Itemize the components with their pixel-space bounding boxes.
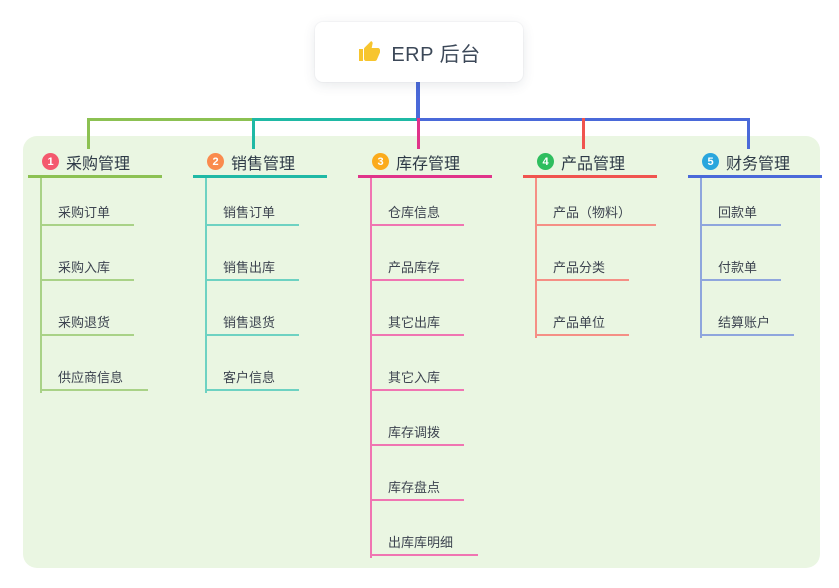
branch-item[interactable]: 产品库存 [370,253,464,281]
branch-item[interactable]: 产品分类 [535,253,629,281]
branch-trunk-line-2 [205,178,207,393]
branch-item[interactable]: 采购入库 [40,253,134,281]
root-stem-line [416,82,420,118]
branch-number-badge: 3 [372,153,389,170]
branch-item-label: 产品库存 [388,259,441,275]
branch-label: 库存管理 [396,155,461,173]
root-node[interactable]: ERP 后台 [315,22,523,82]
branch-item-label: 库存盘点 [388,479,441,495]
branch-label: 财务管理 [726,155,791,173]
branch-item-label: 客户信息 [223,369,276,385]
branch-trunk-line-1 [40,178,42,393]
branch-item-label: 销售出库 [223,259,276,275]
branch-label: 产品管理 [561,155,626,173]
branch-item-label: 其它出库 [388,314,441,330]
branch-item-label: 结算账户 [718,314,771,330]
thumbs-up-icon [359,41,381,61]
branch-item[interactable]: 销售订单 [205,198,299,226]
branch-item-label: 库存调拨 [388,424,441,440]
branch-item-label: 其它入库 [388,369,441,385]
branch-header-2[interactable]: 2 销售管理 [193,148,327,178]
branch-number-badge: 1 [42,153,59,170]
branch-item[interactable]: 其它入库 [370,363,464,391]
branch-header-1[interactable]: 1 采购管理 [28,148,162,178]
branch-item-label: 仓库信息 [388,204,441,220]
branch-item[interactable]: 结算账户 [700,308,794,336]
branch-item[interactable]: 库存盘点 [370,473,464,501]
branch-header-3[interactable]: 3 库存管理 [358,148,492,178]
branch-item[interactable]: 付款单 [700,253,781,281]
branch-item[interactable]: 仓库信息 [370,198,464,226]
branch-item[interactable]: 库存调拨 [370,418,464,446]
branch-drop-3 [417,118,420,149]
branch-drop-5 [747,118,750,149]
branch-item[interactable]: 供应商信息 [40,363,148,391]
bus-segment-sales [252,118,417,121]
branch-header-5[interactable]: 5 财务管理 [688,148,822,178]
branch-item[interactable]: 销售出库 [205,253,299,281]
branch-item[interactable]: 产品（物料） [535,198,656,226]
branch-item-label: 出库库明细 [388,534,454,550]
branch-item-label: 销售退货 [223,314,276,330]
branch-drop-2 [252,118,255,149]
branch-item-label: 采购订单 [58,204,111,220]
branch-item-label: 销售订单 [223,204,276,220]
branch-drop-1 [87,118,90,149]
branch-number-badge: 5 [702,153,719,170]
branch-label: 采购管理 [66,155,131,173]
branch-item-label: 采购入库 [58,259,111,275]
branch-trunk-line-3 [370,178,372,558]
branch-drop-4 [582,118,585,149]
branches-panel [23,136,820,568]
branch-item-label: 供应商信息 [58,369,124,385]
branch-item-label: 付款单 [718,259,758,275]
branch-item[interactable]: 回款单 [700,198,781,226]
bus-segment-purchase [87,118,254,121]
branch-item[interactable]: 销售退货 [205,308,299,336]
branch-trunk-line-4 [535,178,537,338]
branch-label: 销售管理 [231,155,296,173]
branch-number-badge: 2 [207,153,224,170]
branch-item[interactable]: 采购订单 [40,198,134,226]
branch-item-label: 产品（物料） [553,204,632,220]
branch-item[interactable]: 产品单位 [535,308,629,336]
branch-number-badge: 4 [537,153,554,170]
branch-item-label: 回款单 [718,204,758,220]
branch-item-label: 产品单位 [553,314,606,330]
branch-item-label: 产品分类 [553,259,606,275]
branch-trunk-line-5 [700,178,702,338]
branch-item-label: 采购退货 [58,314,111,330]
branch-item[interactable]: 采购退货 [40,308,134,336]
branch-item[interactable]: 出库库明细 [370,528,478,556]
root-node-label: ERP 后台 [391,43,481,66]
branch-item[interactable]: 其它出库 [370,308,464,336]
branch-header-4[interactable]: 4 产品管理 [523,148,657,178]
branch-item[interactable]: 客户信息 [205,363,299,391]
